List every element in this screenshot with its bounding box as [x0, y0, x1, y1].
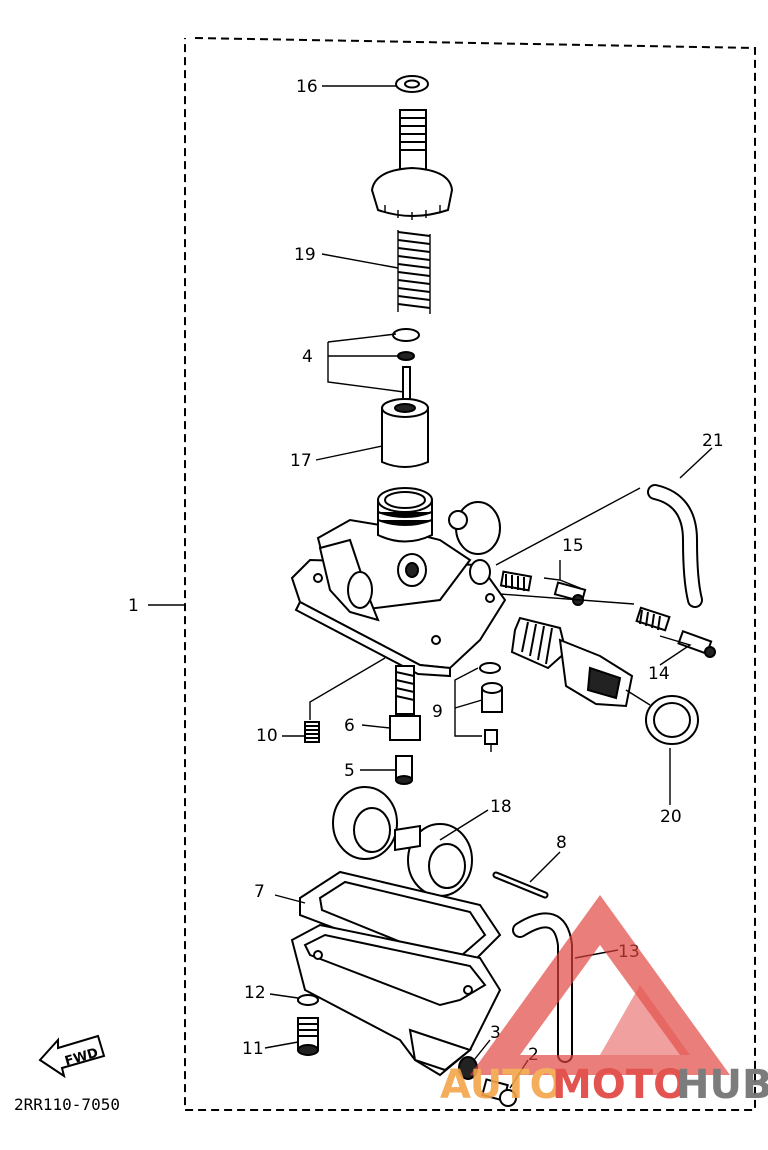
watermark-triangle-logo — [470, 895, 730, 1075]
air-screw-set — [499, 570, 587, 606]
callout-1: 1 — [128, 596, 139, 616]
fwd-arrow: FWD — [38, 1034, 106, 1079]
callout-10: 10 — [256, 726, 278, 746]
carburetor-body — [290, 487, 507, 678]
callout-16: 16 — [296, 77, 318, 97]
callout-17: 17 — [290, 451, 312, 471]
callout-9: 9 — [432, 702, 443, 722]
callout-3: 3 — [490, 1023, 501, 1043]
main-jet — [395, 755, 413, 785]
callout-14: 14 — [648, 664, 670, 684]
jet-needle-set — [392, 328, 420, 400]
callout-21: 21 — [702, 431, 724, 451]
watermark-text-moto: MOTO — [552, 1062, 687, 1108]
chamber-screw-washer — [297, 994, 319, 1056]
callout-18: 18 — [490, 797, 512, 817]
callout-7: 7 — [254, 882, 265, 902]
throttle-spring — [397, 228, 431, 314]
starter-plunger — [510, 616, 699, 745]
watermark-text-auto: AUTO — [440, 1062, 564, 1108]
needle-jet — [389, 665, 421, 741]
mixing-chamber-cap — [370, 75, 454, 220]
throttle-valve — [381, 398, 429, 468]
assembly-dashed-border — [184, 37, 756, 1111]
callout-5: 5 — [344, 761, 355, 781]
callout-19: 19 — [294, 245, 316, 265]
part-code: 2RR110-7050 — [14, 1095, 120, 1114]
float-chamber — [290, 923, 502, 1077]
pilot-jet — [304, 721, 320, 743]
automotohub-watermark: AUTO MOTO HUB — [440, 895, 768, 1108]
callout-15: 15 — [562, 536, 584, 556]
float — [332, 786, 473, 897]
callout-12: 12 — [244, 983, 266, 1003]
callout-6: 6 — [344, 716, 355, 736]
callout-20: 20 — [660, 807, 682, 827]
callout-11: 11 — [242, 1039, 264, 1059]
needle-valve-set — [479, 662, 503, 752]
callout-4: 4 — [302, 347, 313, 367]
throttle-stop-screw-set — [635, 606, 716, 658]
watermark-text-hub: HUB — [676, 1062, 768, 1108]
callout-8: 8 — [556, 833, 567, 853]
